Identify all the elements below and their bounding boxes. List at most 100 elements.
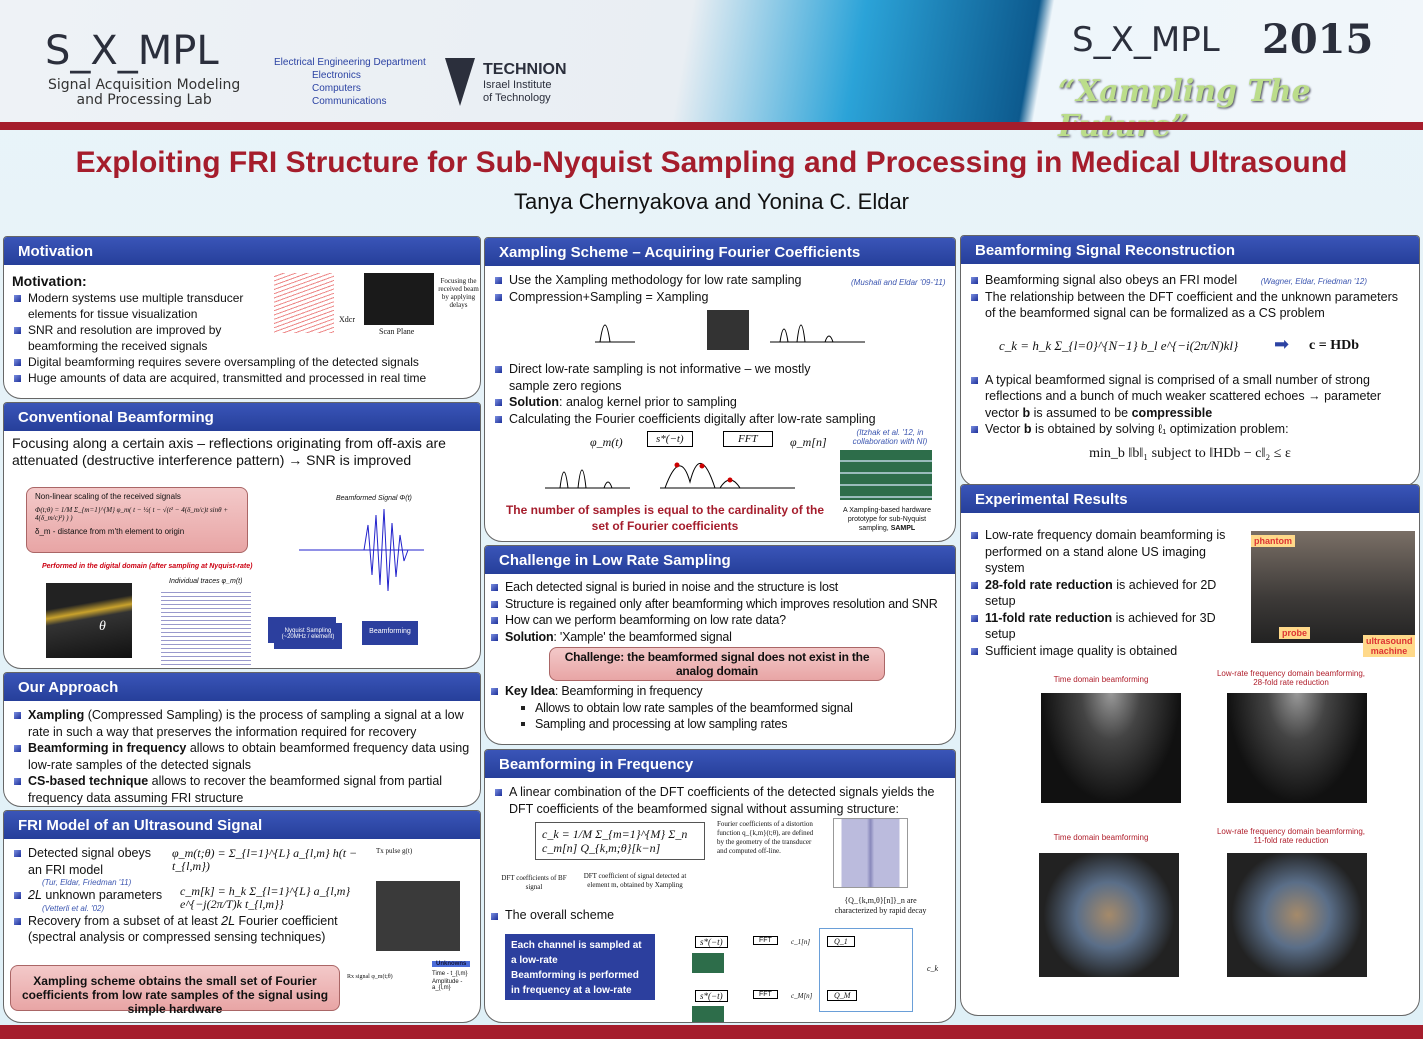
- panel-challenge: Challenge in Low Rate Sampling Each dete…: [484, 545, 956, 745]
- kernel-box: s*(−t): [647, 431, 693, 447]
- bold-term: Solution: [509, 395, 559, 409]
- beamforming-box: Beamforming: [362, 621, 418, 645]
- fourier-equation: c_m[k] = h_k Σ_{l=1}^{L} a_{l,m} e^{−j(2…: [180, 884, 351, 911]
- panel-fri-model: FRI Model of an Ultrasound Signal Detect…: [3, 810, 481, 1023]
- unknowns-badge: Unknowns: [432, 961, 471, 967]
- scan-plane-image: [364, 273, 434, 325]
- bullet: 11-fold rate reduction is achieved for 3…: [969, 610, 1239, 643]
- technion-name: TECHNION: [483, 61, 567, 78]
- ultrasound-3d-time: [1039, 853, 1179, 977]
- bullet: A linear combination of the DFT coeffici…: [493, 784, 947, 817]
- fft-box: FFT: [753, 990, 778, 999]
- digital-note: Performed in the digital domain (after s…: [42, 563, 253, 570]
- text: Vector: [985, 422, 1024, 436]
- bullet: The overall scheme: [489, 908, 614, 922]
- subtitle: Motivation:: [12, 273, 87, 289]
- bullet: Detected signal obeys an FRI model: [12, 845, 162, 878]
- fft-box: FFT: [753, 936, 778, 945]
- panel-title: Beamforming in Frequency: [485, 750, 955, 778]
- text: 28-fold rate reduction: [985, 577, 1113, 592]
- theta-label: θ: [99, 619, 106, 634]
- bullet: How can we perform beamforming on low ra…: [489, 612, 951, 629]
- text: unknown parameters: [41, 888, 163, 902]
- machine-label: ultrasound machine: [1363, 635, 1415, 657]
- samples-note: The number of samples is equal to the ca…: [505, 503, 825, 533]
- authors: Tanya Chernyakova and Yonina C. Eldar: [513, 189, 910, 214]
- text: b: [1023, 422, 1032, 436]
- bf-signal-label: Beamformed Signal Φ(t): [336, 495, 412, 502]
- setup-photo: [1251, 531, 1415, 643]
- text: allows to recover the beamformed signal …: [28, 774, 443, 805]
- equation-row: c_k = h_k Σ_{l=0}^{N−1} b_l e^{−i(2π/N)k…: [969, 322, 1411, 372]
- bold-term: Beamforming in frequency: [28, 741, 187, 755]
- sub-bullet: Sampling and processing at low sampling …: [489, 716, 951, 733]
- text: SAMPL: [890, 525, 916, 532]
- text: 2L: [28, 888, 42, 902]
- snr-note: → SNR is improved: [288, 452, 412, 468]
- amp-label: Amplitude - a_{l,m}: [432, 979, 463, 991]
- box-formula: Φ(t;θ) = 1/M Σ_{m=1}^{M} φ_m( t − ½( t −…: [35, 506, 229, 522]
- panel-experimental-results: Experimental Results Low-rate frequency …: [960, 484, 1420, 1016]
- sub-bullet: Allows to obtain low rate samples of the…: [489, 700, 951, 717]
- time-label: Time - t_{l,m}: [432, 971, 468, 977]
- ck-note: DFT coefficients of BF signal: [501, 874, 567, 891]
- panel-beamforming-signal-reconstruction: Beamforming Signal Reconstruction Beamfo…: [960, 235, 1420, 487]
- bullet: Solution: 'Xample' the beamformed signal: [489, 629, 951, 646]
- lab-name-line: and Processing Lab: [76, 92, 212, 108]
- panel-title: Conventional Beamforming: [4, 403, 480, 431]
- focus-label: Focusing the received beam by applying d…: [438, 277, 479, 309]
- text: A Xampling-based hardware prototype for …: [843, 507, 931, 532]
- bullet: CS-based technique allows to recover the…: [12, 773, 472, 806]
- text: is achieved for 3D setup: [985, 610, 1216, 642]
- dept-item: Communications: [312, 96, 387, 107]
- text: A typical beamformed signal is comprised…: [985, 372, 1382, 420]
- scheme-item: Beamforming is performed in frequency at…: [511, 970, 639, 996]
- phi-n: φ_m[n]: [790, 435, 827, 449]
- dept-name: Electrical Engineering Department: [274, 57, 426, 68]
- image-caption: Low-rate frequency domain beamforming, 1…: [1216, 827, 1366, 845]
- hardware-image: [840, 450, 932, 500]
- text: is achieved for 2D setup: [985, 577, 1217, 609]
- board-image: [692, 1006, 724, 1022]
- panel-title: FRI Model of an Ultrasound Signal: [4, 811, 480, 839]
- q-note: Fourier coefficients of a distortion fun…: [717, 820, 814, 855]
- probe-label: probe: [1279, 627, 1311, 639]
- bold-term: Solution: [505, 629, 554, 644]
- q1-box: Q_1: [827, 936, 855, 947]
- bullet: Use the Xampling methodology for low rat…: [493, 272, 833, 289]
- bullet: Key Idea: Beamforming in frequency: [489, 683, 951, 700]
- cm-label: c_M[n]: [791, 992, 813, 1000]
- footer-stripe: [0, 1025, 1423, 1039]
- transducer-figure: [274, 273, 334, 333]
- optimization-problem: min_b ‖b‖₁ subject to ‖HDb − c‖₂ ≤ ε: [1089, 445, 1291, 461]
- xdcr-label: Xdcr: [339, 315, 355, 324]
- technion-emblem-icon: [445, 58, 475, 106]
- dept-item: Electronics: [312, 70, 361, 81]
- kernel-box: s*(−t): [695, 936, 728, 948]
- lab-name-line: Signal Acquisition Modeling: [48, 77, 241, 93]
- bullet: SNR and resolution are improved by beamf…: [12, 322, 262, 354]
- event-logo: S_X_MPL: [1072, 20, 1220, 60]
- text: : 'Xample' the beamformed signal: [553, 629, 732, 644]
- text: (Compressed Sampling) is the process of …: [28, 708, 464, 739]
- panel-our-approach: Our Approach Xampling (Compressed Sampli…: [3, 672, 481, 807]
- bullet: Recovery from a subset of at least 2L Fo…: [12, 913, 367, 946]
- panel-title: Beamforming Signal Reconstruction: [961, 236, 1419, 264]
- scaling-box: Non-linear scaling of the received signa…: [26, 487, 248, 553]
- board-image: [692, 953, 724, 973]
- kernel-box: s*(−t): [695, 990, 728, 1002]
- text: is obtained by solving ℓ₁ optimization p…: [1031, 422, 1289, 436]
- scan-plane-label: Scan Plane: [379, 327, 415, 336]
- text: : analog kernel prior to sampling: [559, 395, 737, 409]
- ck-output: c_k: [927, 964, 939, 973]
- tx-label: Tx pulse g(t): [376, 847, 413, 855]
- rx-label: Rx signal φ_m(t;θ): [347, 974, 393, 980]
- fft-box: FFT: [723, 431, 773, 447]
- panel-xampling-scheme: Xampling Scheme – Acquiring Fourier Coef…: [484, 237, 956, 542]
- fri-equation: φ_m(t;θ) = Σ_{l=1}^{L} a_{l,m} h(t − t_{…: [172, 846, 358, 873]
- text: 2L: [221, 913, 236, 928]
- individual-traces-plot: [161, 589, 251, 666]
- beamformed-signal-plot: [299, 508, 424, 592]
- bullet: Digital beamforming requires severe over…: [12, 354, 472, 370]
